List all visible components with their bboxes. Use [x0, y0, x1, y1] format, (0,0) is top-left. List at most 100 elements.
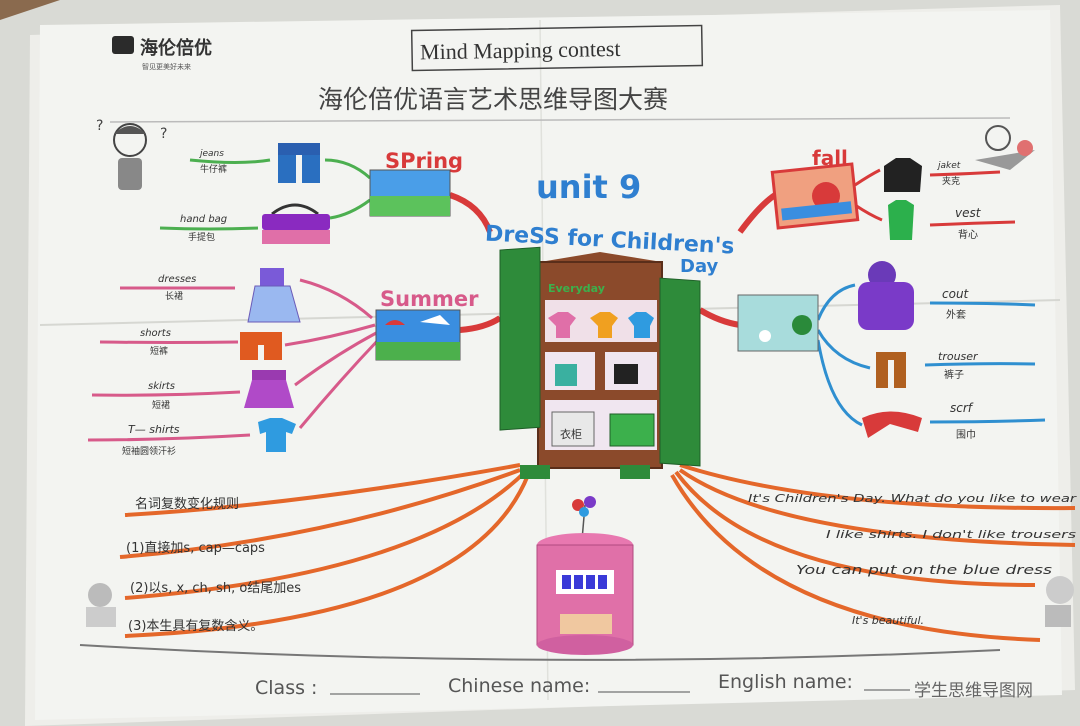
vest-icon [888, 200, 914, 240]
jeans-label-zh: 牛仔裤 [200, 163, 227, 175]
jaket-label: jaket [936, 161, 961, 171]
branch-grammar-1 [124, 463, 521, 517]
scrf-label-zh: 围巾 [956, 428, 976, 441]
shorts-label-zh: 短裤 [150, 345, 168, 357]
branch-skirts [91, 390, 241, 397]
summer-picture [375, 309, 461, 361]
branch-grammar-4 [124, 474, 530, 638]
sentence-4: It's beautiful. [852, 614, 924, 627]
trouser-icon [876, 352, 906, 388]
branch-sentence-1 [679, 463, 1076, 511]
trouser-label: trouser [938, 350, 979, 363]
bottom-frame-line [79, 644, 1001, 661]
header-rule [109, 117, 1011, 123]
boy-doodle-icon: ? ? [96, 118, 167, 190]
branch-tshirts-link [298, 336, 382, 429]
tshirts-label-zh: 短袖圆领汗衫 [122, 445, 176, 457]
branch-dresses-link [299, 278, 373, 320]
dress-icon [247, 268, 301, 323]
sentence-2: I like shirts. I don't like trousers [826, 528, 1076, 541]
trouser-label-zh: 裤子 [944, 368, 964, 381]
contest-title: Mind Mapping contest [420, 36, 621, 64]
thumbs-up-doodle-icon [1045, 576, 1074, 627]
spring-picture [369, 169, 451, 217]
shorts-label: shorts [140, 328, 171, 339]
grammar-note-1: 名词复数变化规则 [135, 496, 239, 512]
scrf-label: scrf [950, 401, 974, 415]
summer-label: Summer [380, 287, 479, 311]
branch-grammar-2 [119, 468, 521, 559]
handbag-icon [262, 203, 330, 244]
wardrobe-label: Everyday [548, 282, 605, 295]
class-label: Class : [255, 677, 317, 699]
jeans-label: jeans [198, 149, 224, 159]
skirts-label-zh: 短裙 [152, 399, 170, 411]
flying-kid-doodle-icon [975, 125, 1035, 170]
spring-label: SPring [385, 149, 463, 173]
logo-text: 海伦倍优 [140, 37, 212, 59]
contest-title-box [410, 24, 704, 72]
cout-label: cout [942, 287, 970, 301]
branch-vest [929, 220, 1016, 227]
vest-label: vest [955, 206, 982, 220]
grammar-note-2: (1)直接加s, cap—caps [126, 540, 265, 556]
svg-text:?: ? [160, 126, 167, 142]
branch-sentence-2 [678, 468, 1076, 547]
cout-label-zh: 外套 [946, 308, 966, 321]
scarf-icon [862, 411, 922, 438]
branch-shorts [99, 340, 239, 344]
dresses-label: dresses [158, 274, 196, 285]
branch-scrf-link [816, 339, 863, 427]
jacket-icon [884, 158, 922, 192]
winter-picture [737, 294, 819, 352]
branch-skirts-link [294, 330, 379, 387]
branch-sentence-3 [674, 470, 1036, 587]
branch-sentence-4 [670, 474, 1041, 642]
kid-corner-doodle-icon [86, 583, 116, 627]
branch-cout [929, 301, 1036, 307]
branch-handbag [159, 226, 259, 231]
chinese-name-label: Chinese name: [448, 675, 590, 697]
box-label: 衣柜 [560, 427, 582, 441]
jeans-icon [278, 143, 320, 183]
branch-trouser-link [816, 329, 871, 370]
branch-summer-center [459, 315, 502, 333]
unit-title: unit 9 [536, 168, 641, 206]
branch-cout-link [816, 283, 856, 321]
watermark: 学生思维导图网 [914, 681, 1033, 701]
skirts-label: skirts [148, 381, 175, 392]
dresses-label-zh: 长裙 [165, 290, 183, 302]
branch-fall-center [737, 192, 777, 234]
branch-jeans [189, 158, 271, 164]
branch-grammar-3 [124, 470, 527, 600]
skirt-icon [244, 370, 294, 408]
grammar-note-3: (2)以s, x, ch, sh, o结尾加es [130, 581, 301, 596]
svg-text:?: ? [96, 118, 103, 134]
branch-shorts-link [284, 323, 376, 347]
branch-scrf [929, 418, 1046, 424]
handbag-label: hand bag [180, 214, 227, 225]
grammar-note-4: (3)本生具有复数含义。 [128, 618, 263, 634]
tshirts-label: T— shirts [128, 423, 180, 436]
shorts-icon [240, 332, 282, 360]
jaket-label-zh: 夹克 [942, 175, 960, 187]
theme-title-line2: Day [680, 256, 719, 277]
branch-tshirts [87, 433, 251, 442]
fall-picture [770, 162, 860, 230]
logo-slogan: 智见更美好未来 [142, 62, 191, 71]
coat-icon [858, 261, 914, 330]
branch-trouser [924, 362, 1036, 367]
logo: 海伦倍优 智见更美好未来 [112, 36, 212, 71]
branch-handbag-link [329, 198, 371, 220]
chinese-title: 海伦倍优语言艺术思维导图大赛 [318, 85, 668, 114]
english-name-label: English name: [718, 671, 853, 693]
tshirt-icon [258, 418, 296, 452]
branch-spring-center [448, 192, 493, 234]
birthday-cake-icon [536, 496, 634, 655]
branch-winter-center [698, 307, 741, 328]
branch-jaket-link [854, 168, 881, 187]
wardrobe-icon [499, 246, 701, 479]
sentence-1: It's Children's Day. What do you like to… [748, 492, 1078, 505]
